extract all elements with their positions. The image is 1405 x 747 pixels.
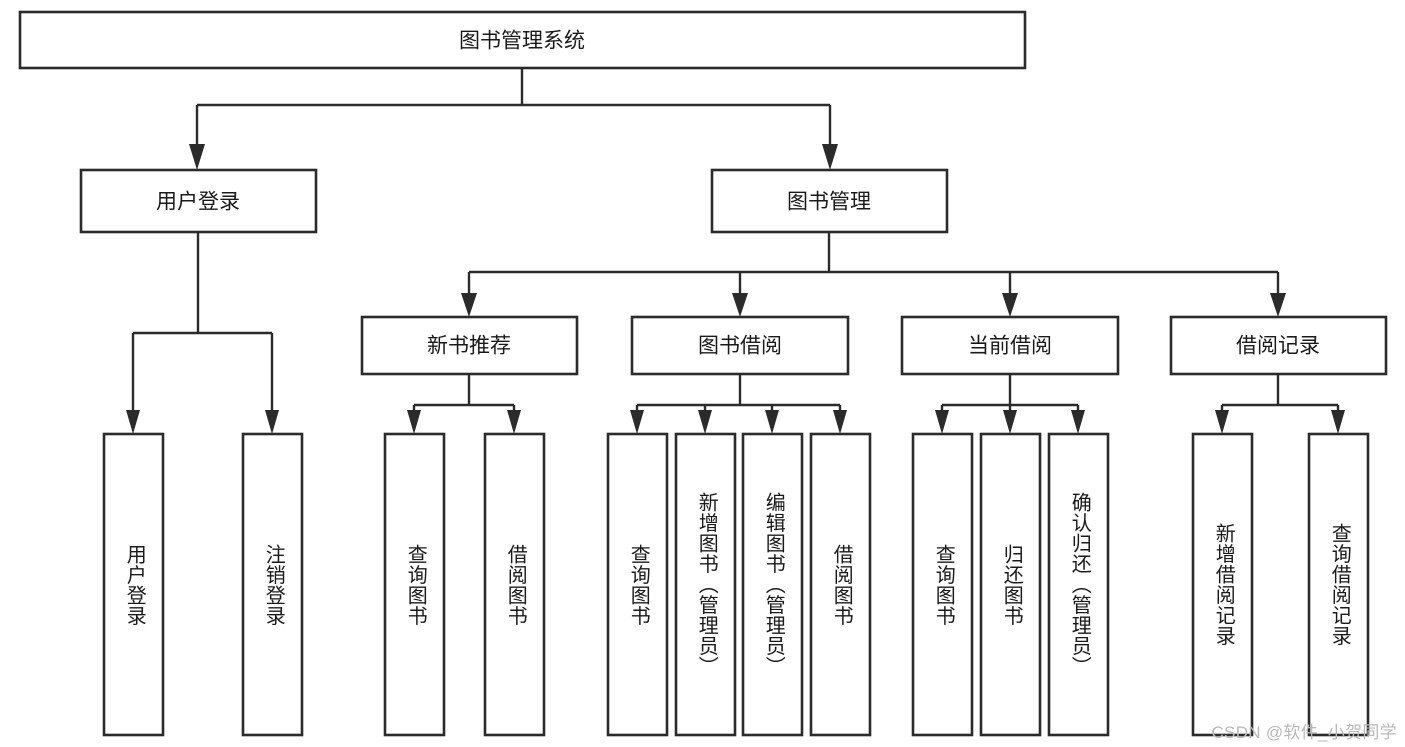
leaf-box-br-query[interactable] bbox=[1307, 432, 1370, 737]
arrow-cb-leaf-2 bbox=[1003, 410, 1017, 434]
arrow-to-book-manage bbox=[822, 144, 838, 170]
borrow-record-box[interactable] bbox=[1169, 315, 1388, 376]
node-user-login[interactable]: 用户登录 bbox=[79, 168, 318, 234]
arrow-to-new-book bbox=[461, 293, 477, 317]
arrow-to-user-login bbox=[189, 144, 205, 170]
arrow-br-leaf-1 bbox=[1215, 410, 1229, 434]
user-login-box[interactable] bbox=[79, 168, 318, 234]
root-box[interactable] bbox=[18, 10, 1027, 70]
arrow-br-leaf-2 bbox=[1331, 410, 1345, 434]
book-borrow-label: 图书借阅 bbox=[698, 335, 782, 358]
leaf-box-bb-borrow[interactable] bbox=[809, 432, 872, 737]
arrow-to-current-borrow bbox=[1002, 293, 1018, 317]
book-manage-label: 图书管理 bbox=[787, 191, 871, 214]
edge-borrow-record-to-leaves bbox=[1215, 374, 1345, 434]
leaf-label-br-add: 新增借阅记录 bbox=[1212, 523, 1235, 646]
arrow-cb-leaf-1 bbox=[935, 410, 949, 434]
leaf-label-cb-confirm: 确认归还（管理员） bbox=[1068, 492, 1091, 677]
leaf-box-bb-edit[interactable] bbox=[741, 432, 804, 737]
new-book-recommend-box[interactable] bbox=[360, 315, 579, 376]
leaf-label-logout: 注销登录 bbox=[262, 543, 285, 626]
arrow-bb-leaf-1 bbox=[630, 410, 644, 434]
arrow-nb-leaf-1 bbox=[407, 410, 421, 434]
leaf-label-cb-query: 查询图书 bbox=[932, 543, 955, 626]
leaf-box-cb-confirm[interactable] bbox=[1047, 432, 1110, 737]
leaf-label-bb-query: 查询图书 bbox=[627, 543, 650, 626]
current-borrow-label: 当前借阅 bbox=[968, 335, 1052, 358]
leaf-box-logout[interactable] bbox=[241, 432, 304, 737]
node-root[interactable]: 图书管理系统 bbox=[18, 10, 1027, 70]
edge-user-login-to-leaves bbox=[126, 232, 279, 434]
node-current-borrow[interactable]: 当前借阅 bbox=[900, 315, 1120, 376]
node-new-book-recommend[interactable]: 新书推荐 bbox=[360, 315, 579, 376]
edge-root-to-level2 bbox=[189, 68, 838, 170]
new-book-recommend-label: 新书推荐 bbox=[427, 335, 511, 358]
user-login-label: 用户登录 bbox=[156, 191, 240, 214]
leaf-box-nb-borrow[interactable] bbox=[483, 432, 546, 737]
leaf-box-user-login[interactable] bbox=[102, 432, 165, 737]
borrow-record-label: 借阅记录 bbox=[1236, 335, 1320, 358]
arrow-cb-leaf-3 bbox=[1071, 410, 1085, 434]
arrow-bb-leaf-4 bbox=[833, 410, 847, 434]
leaf-box-bb-add[interactable] bbox=[674, 432, 737, 737]
leaf-box-cb-return[interactable] bbox=[979, 432, 1042, 737]
leaf-label-bb-borrow: 借阅图书 bbox=[830, 543, 853, 626]
book-borrow-box[interactable] bbox=[630, 315, 850, 376]
arrow-bb-leaf-2 bbox=[698, 410, 712, 434]
node-book-manage[interactable]: 图书管理 bbox=[710, 168, 949, 234]
node-borrow-record[interactable]: 借阅记录 bbox=[1169, 315, 1388, 376]
leaf-label-br-query: 查询借阅记录 bbox=[1328, 523, 1351, 646]
arrow-nb-leaf-2 bbox=[507, 410, 521, 434]
leaf-box-br-add[interactable] bbox=[1191, 432, 1254, 737]
leaf-label-nb-borrow: 借阅图书 bbox=[504, 543, 527, 626]
leaf-box-cb-query[interactable] bbox=[911, 432, 974, 737]
arrow-bb-leaf-3 bbox=[765, 410, 779, 434]
leaf-label-bb-edit: 编辑图书（管理员） bbox=[762, 492, 785, 677]
arrow-to-leaf-logout bbox=[265, 410, 279, 434]
edge-current-borrow-to-leaves bbox=[935, 374, 1085, 434]
book-manage-box[interactable] bbox=[710, 168, 949, 234]
node-book-borrow[interactable]: 图书借阅 bbox=[630, 315, 850, 376]
arrow-to-leaf-user-login bbox=[126, 410, 140, 434]
leaf-box-nb-query[interactable] bbox=[383, 432, 446, 737]
leaf-label-bb-add: 新增图书（管理员） bbox=[695, 492, 718, 677]
leaf-label-cb-return: 归还图书 bbox=[1000, 543, 1023, 626]
leaf-label-nb-query: 查询图书 bbox=[404, 543, 427, 626]
root-label: 图书管理系统 bbox=[459, 30, 585, 53]
edge-book-manage-to-level3 bbox=[461, 232, 1286, 317]
arrow-to-book-borrow bbox=[732, 293, 748, 317]
leaf-label-user-login: 用户登录 bbox=[123, 543, 146, 626]
edge-book-borrow-to-leaves bbox=[630, 374, 847, 434]
leaf-box-bb-query[interactable] bbox=[606, 432, 669, 737]
arrow-to-borrow-record bbox=[1270, 293, 1286, 317]
edge-new-book-to-leaves bbox=[407, 374, 521, 434]
